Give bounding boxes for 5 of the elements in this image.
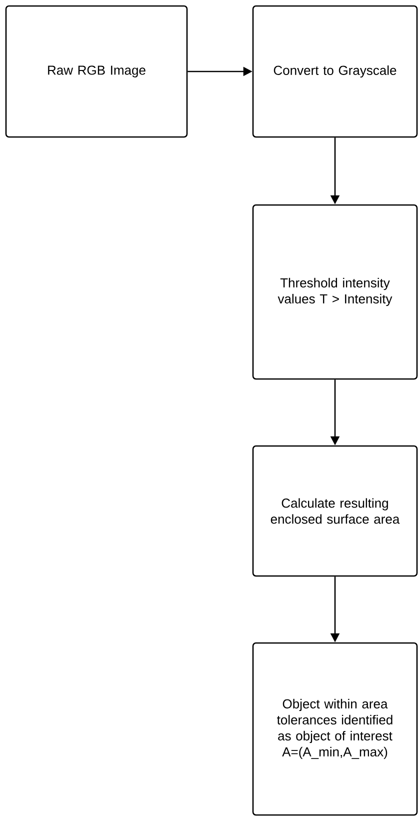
process-box: Calculate resulting enclosed surface area (252, 445, 418, 577)
process-box: Convert to Grayscale (252, 5, 418, 138)
process-box: Raw RGB Image (5, 5, 188, 138)
process-box: Object within area tolerances identified as object of interest A=(A_min,A_max) (252, 642, 418, 816)
process-box: Threshold intensity values T > Intensity (252, 204, 418, 380)
